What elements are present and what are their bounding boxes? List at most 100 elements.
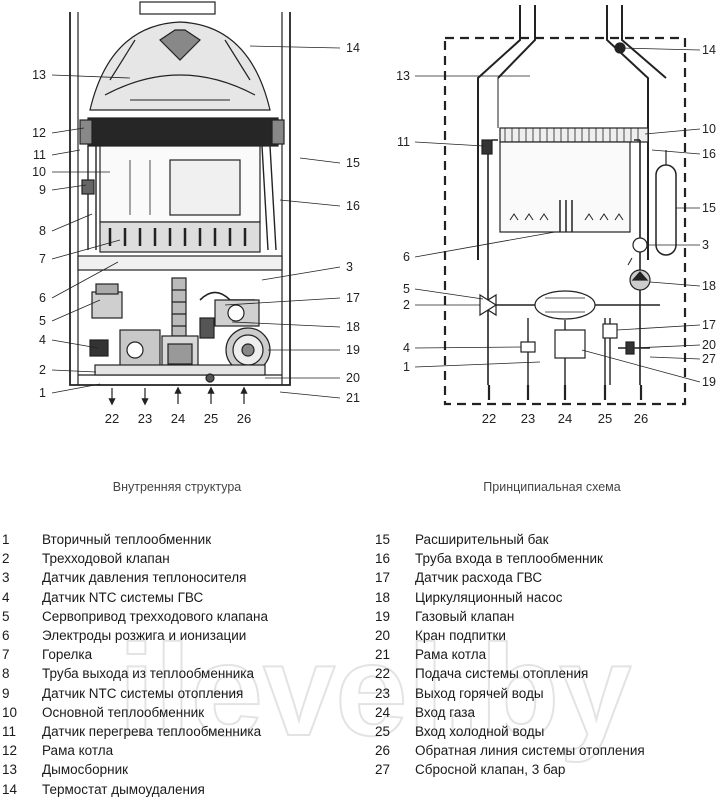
legend-number: 13 [2,762,18,778]
svg-text:1: 1 [403,360,410,374]
connection-23: 23 [521,385,535,426]
legend-number: 23 [375,685,391,701]
svg-text:19: 19 [346,343,360,357]
callout-20: 20 [265,371,360,385]
svg-text:1: 1 [39,386,46,400]
connection-22: 22 [105,388,119,426]
callout-19: 19 [581,349,716,389]
svg-text:22: 22 [105,411,119,426]
svg-text:17: 17 [346,291,360,305]
callout-11: 11 [397,135,485,149]
legend-text: Термостат дымоудаления [42,781,205,797]
callout-2: 2 [39,363,97,377]
legend-number: 27 [375,762,391,778]
svg-text:3: 3 [702,238,709,252]
legend-text: Вход газа [415,704,475,720]
right-caption: Принципиальная схема [483,480,620,494]
callout-10: 10 [32,165,110,179]
callout-10: 10 [644,122,716,136]
svg-text:23: 23 [521,411,535,426]
legend-number: 3 [2,570,10,586]
svg-text:25: 25 [204,411,218,426]
connection-23: 23 [138,388,152,426]
legend-number: 11 [2,724,17,740]
legend-text: Датчик перегрева теплообменника [42,724,262,740]
svg-text:20: 20 [702,338,716,352]
svg-text:19: 19 [702,375,716,389]
callout-1: 1 [39,383,101,400]
callout-5: 5 [403,282,484,300]
callout-20: 20 [633,338,716,352]
callout-14: 14 [619,43,716,57]
legend-text: Датчик расхода ГВС [415,570,543,586]
connection-24: 24 [558,385,572,426]
legend-text: Кран подпитки [415,628,506,644]
legend-item: 7 Горелка [2,645,268,664]
svg-text:7: 7 [39,252,46,266]
svg-text:24: 24 [171,411,185,426]
svg-text:18: 18 [346,320,360,334]
legend-text: Дымосборник [42,762,129,778]
legend-text: Подача системы отопления [415,666,589,682]
legend-number: 16 [375,551,391,567]
callout-11: 11 [33,148,81,162]
svg-text:25: 25 [598,411,612,426]
legend-text: Сервопривод трехходового клапана [42,608,268,624]
callout-21: 21 [279,391,360,405]
legend-item: 13 Дымосборник [2,760,268,779]
svg-text:16: 16 [346,199,360,213]
legend-text: Рама котла [415,647,487,663]
svg-text:14: 14 [346,41,360,55]
legend-number: 9 [2,685,10,701]
legend-number: 4 [2,589,10,605]
legend-number: 1 [2,532,10,547]
legend-item: 26 Обратная линия системы отопления [375,741,645,760]
svg-text:6: 6 [403,250,410,264]
legend-text: Горелка [42,647,93,663]
legend-number: 18 [375,589,391,605]
svg-text:8: 8 [39,224,46,238]
svg-text:23: 23 [138,411,152,426]
schematic-drawing [443,5,687,406]
callout-13: 13 [396,69,530,83]
callout-18: 18 [231,320,360,334]
callout-1: 1 [403,360,541,374]
svg-text:2: 2 [39,363,46,377]
svg-text:ilevel.by: ilevel.by [118,617,631,763]
svg-text:9: 9 [39,183,46,197]
legend-number: 12 [2,743,18,759]
watermark-logo: ilevel.by [117,616,632,764]
legend-number: 17 [375,570,391,586]
legend-text: Электроды розжига и ионизации [42,628,247,644]
legend-text: Вход холодной воды [415,724,545,740]
connection-25: 25 [598,385,612,426]
callout-9: 9 [39,183,87,197]
legend-number: 26 [375,743,391,759]
callout-4: 4 [403,341,522,355]
callout-7: 7 [39,239,121,266]
svg-text:10: 10 [702,122,716,136]
callout-15: 15 [299,156,360,170]
svg-text:20: 20 [346,371,360,385]
callout-8: 8 [39,213,93,238]
svg-text:16: 16 [702,147,716,161]
legend-number: 7 [2,647,10,663]
callout-13: 13 [32,68,131,82]
svg-text:26: 26 [237,411,251,426]
legend-text: Обратная линия системы отопления [415,743,645,759]
callout-27: 27 [649,352,716,366]
callout-16: 16 [651,147,716,161]
